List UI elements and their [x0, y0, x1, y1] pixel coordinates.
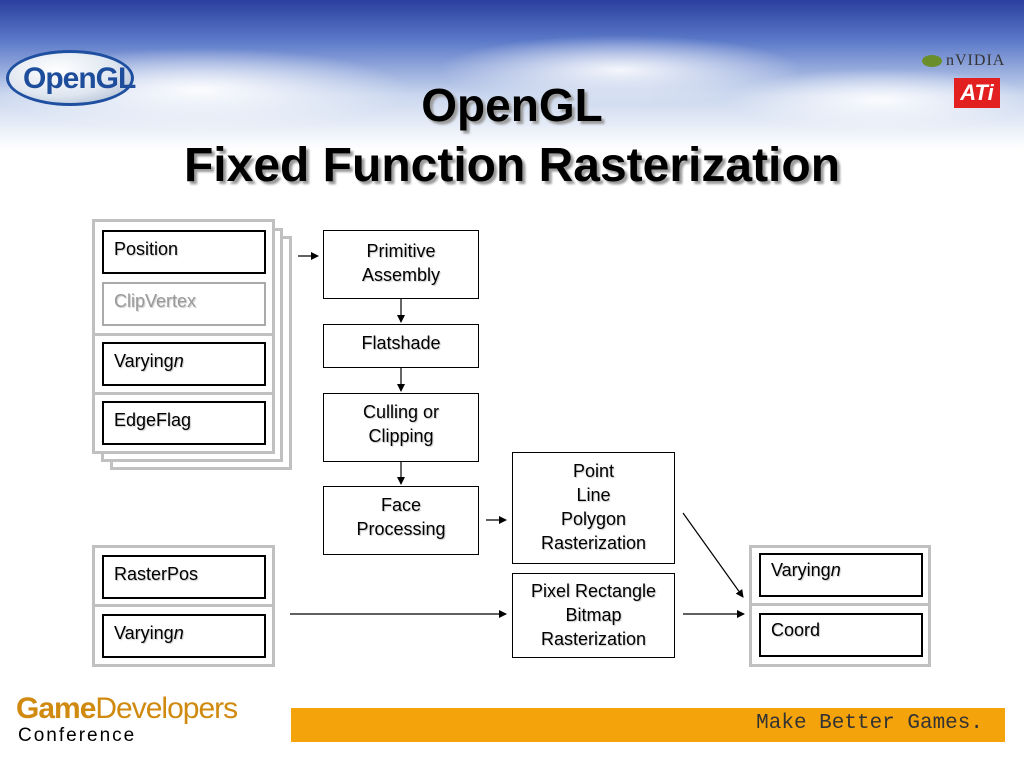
field-clipvertex: ClipVertex [102, 282, 266, 326]
box-text: Point [572, 461, 615, 481]
box-text: Rasterization [540, 533, 647, 553]
field-varying-raster: Varyingn [102, 614, 266, 658]
box-culling-clipping: Culling or Clipping [323, 393, 479, 462]
varying-label: Varying [771, 560, 831, 580]
field-varying-vertex: Varyingn [102, 342, 266, 386]
divider [92, 604, 275, 607]
nvidia-eye-icon [922, 55, 942, 68]
box-text: Culling or [362, 402, 440, 422]
field-position: Position [102, 230, 266, 274]
box-text: Line [576, 485, 611, 505]
opengl-logo-text: OpenGL [23, 62, 136, 95]
box-face-processing: Face Processing [323, 486, 479, 555]
gdc-logo-developers: Developers [95, 692, 238, 725]
gdc-logo-conference: Conference [18, 725, 137, 746]
footer-tagline: Make Better Games. [756, 712, 983, 735]
box-text: Clipping [368, 426, 434, 446]
box-text: Pixel Rectangle [530, 581, 657, 601]
gdc-logo-game: Game [16, 692, 96, 725]
box-text: Flatshade [361, 333, 441, 353]
field-coord: Coord [759, 613, 923, 657]
sky-banner [0, 0, 1024, 150]
divider [92, 333, 275, 336]
field-rasterpos: RasterPos [102, 555, 266, 599]
box-text: Polygon [560, 509, 627, 529]
varying-index: n [173, 623, 184, 643]
ati-logo: ATi [954, 78, 1000, 108]
nvidia-logo-text: nVIDIA [946, 52, 1006, 69]
arrow-point-to-output [682, 512, 744, 598]
box-text: Primitive [366, 241, 436, 261]
field-edgeflag: EdgeFlag [102, 401, 266, 445]
box-flatshade: Flatshade [323, 324, 479, 368]
box-text: Rasterization [540, 629, 647, 649]
box-text: Bitmap [565, 605, 622, 625]
varying-index: n [173, 351, 184, 371]
field-varying-output: Varyingn [759, 553, 923, 597]
box-text: Assembly [361, 265, 441, 285]
slide-title-line2: Fixed Function Rasterization [183, 139, 841, 192]
opengl-logo: OpenGL [6, 50, 136, 106]
slide-title-line1: OpenGL [421, 79, 603, 131]
box-point-line-polygon: Point Line Polygon Rasterization [512, 452, 675, 564]
footer-bar: Make Better Games. [291, 708, 1005, 742]
divider [92, 392, 275, 395]
box-pixel-rectangle: Pixel Rectangle Bitmap Rasterization [512, 573, 675, 658]
box-text: Face [380, 495, 422, 515]
gdc-logo: GameDevelopers [16, 692, 238, 726]
varying-index: n [830, 560, 841, 580]
divider [749, 603, 931, 606]
varying-label: Varying [114, 623, 174, 643]
nvidia-logo: nVIDIA [922, 52, 1005, 70]
box-primitive-assembly: Primitive Assembly [323, 230, 479, 299]
varying-label: Varying [114, 351, 174, 371]
box-text: Processing [356, 519, 446, 539]
